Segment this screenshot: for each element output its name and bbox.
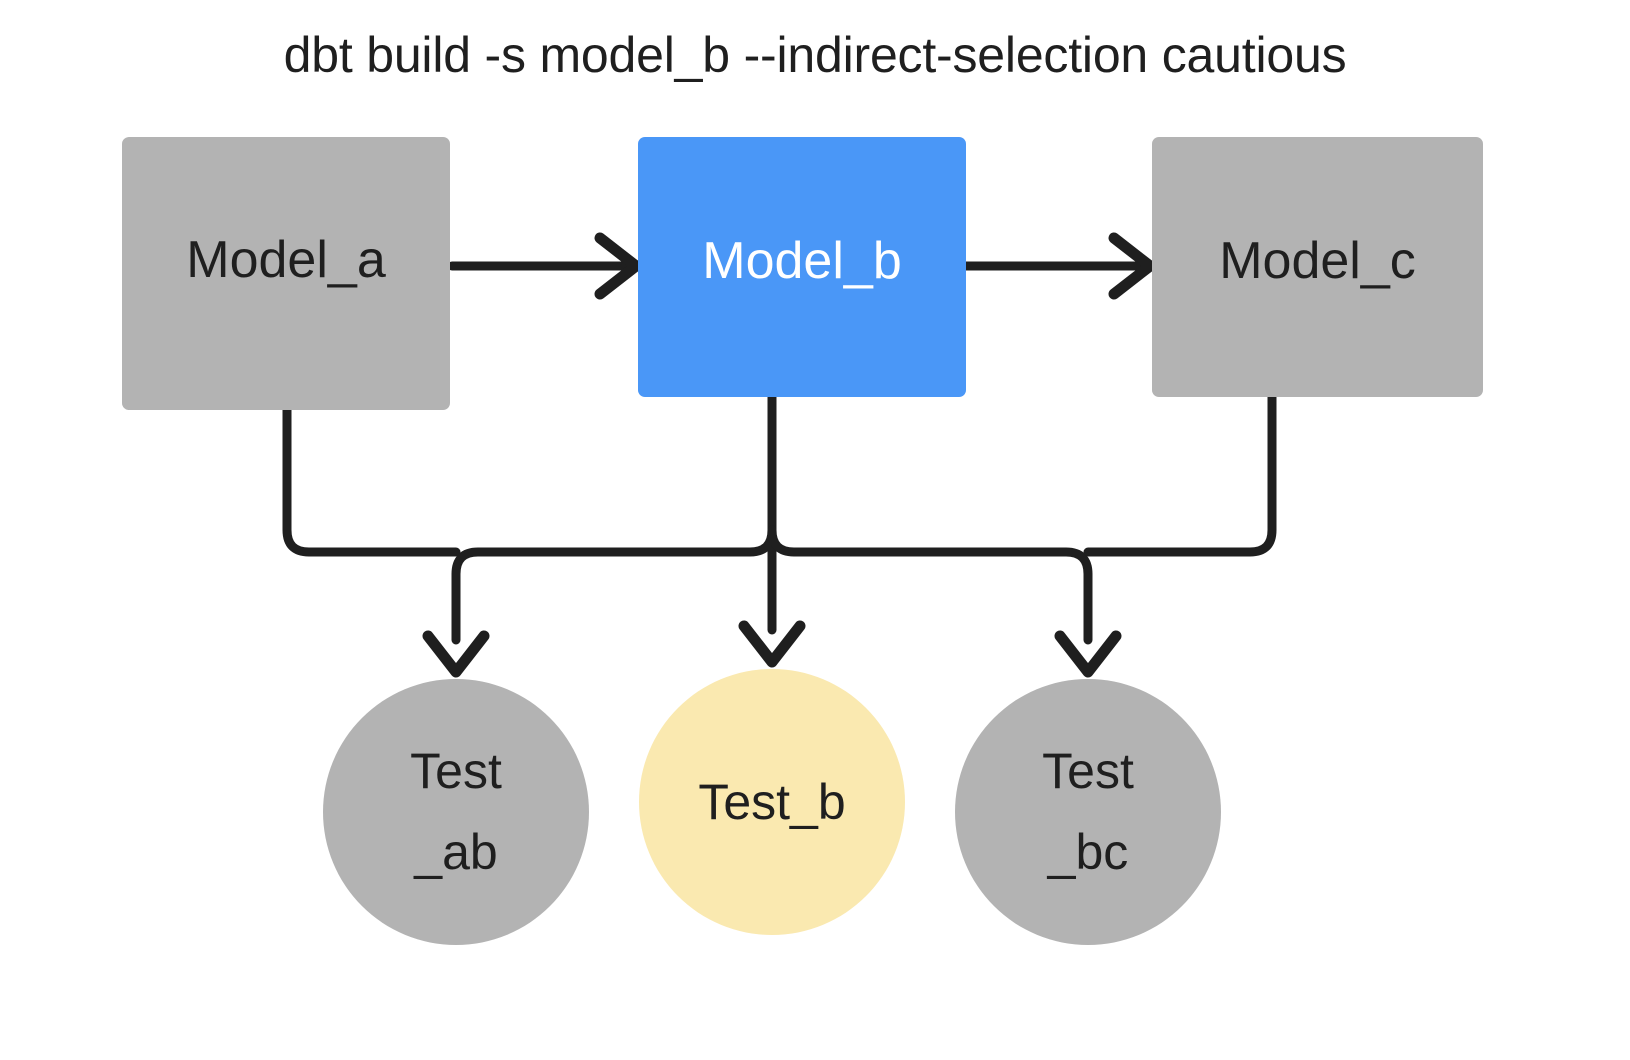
node-test-ab-label: Test _ab xyxy=(410,743,502,880)
node-test-ab[interactable]: Test _ab xyxy=(323,679,589,945)
node-model-c[interactable]: Model_c xyxy=(1152,137,1483,397)
node-model-b[interactable]: Model_b xyxy=(638,137,966,397)
edge-model-b-to-test-ab xyxy=(422,392,777,678)
edge-model-b-to-test-b xyxy=(738,392,806,668)
node-model-b-label: Model_b xyxy=(702,231,902,290)
node-test-b-label: Test_b xyxy=(698,773,846,830)
diagram-title: dbt build -s model_b --indirect-selectio… xyxy=(283,27,1347,83)
node-model-a-label: Model_a xyxy=(186,231,386,290)
node-test-bc[interactable]: Test _bc xyxy=(955,679,1221,945)
node-test-b[interactable]: Test_b xyxy=(639,669,905,935)
node-model-a[interactable]: Model_a xyxy=(122,137,450,410)
edge-model-a-to-model-b xyxy=(447,232,642,300)
node-model-c-label: Model_c xyxy=(1219,231,1416,290)
edge-model-c-to-test-bc xyxy=(1083,392,1277,557)
node-test-bc-label: Test _bc xyxy=(1042,743,1134,880)
edge-model-b-to-test-bc xyxy=(767,525,1122,678)
edge-model-a-to-test-ab xyxy=(282,399,461,557)
edge-model-b-to-model-c xyxy=(961,232,1156,300)
